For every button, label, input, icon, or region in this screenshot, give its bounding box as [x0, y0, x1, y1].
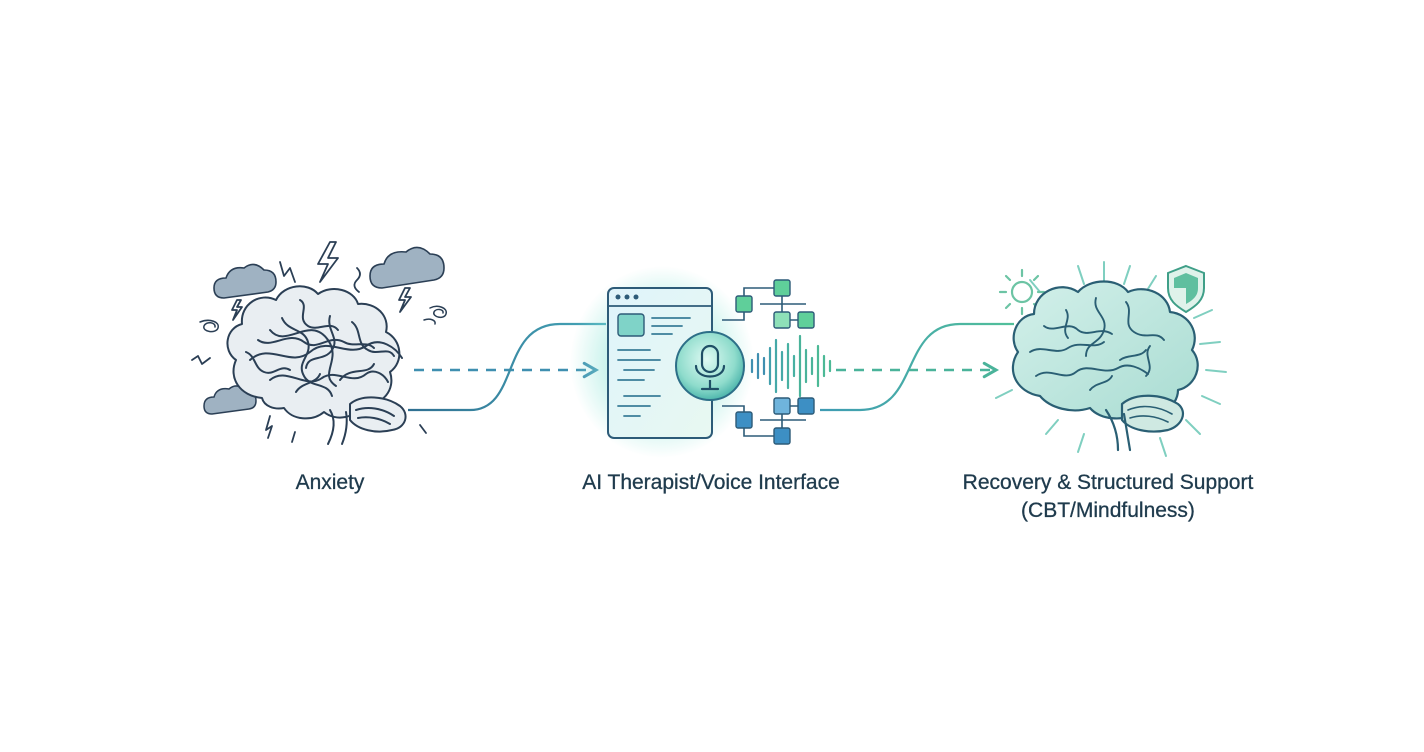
- connector-ai-to-recovery: [820, 322, 1014, 412]
- microphone-icon: [675, 331, 745, 401]
- lightning-bolt-icon: [191, 261, 427, 443]
- spiral-icon: [199, 305, 447, 333]
- node-network-icon: [722, 279, 815, 445]
- storm-cloud-icon: [213, 263, 277, 299]
- lightning-bolt-icon: [231, 241, 412, 321]
- flow-curve: [820, 322, 1014, 412]
- recovery-label-line1: Recovery & Structured Support: [962, 471, 1254, 494]
- anxiety-label: Anxiety: [295, 471, 365, 494]
- recovery-label-line2: (CBT/Mindfulness): [1021, 499, 1195, 522]
- ai-stage: [570, 266, 832, 458]
- shield-icon: [1167, 264, 1205, 314]
- tangled-brain-icon: [226, 285, 407, 445]
- calm-brain-icon: [1011, 280, 1199, 452]
- storm-cloud-icon: [203, 385, 257, 415]
- recovery-label: Recovery & Structured Support (CBT/Mindf…: [908, 469, 1308, 525]
- flow-curve: [408, 322, 606, 412]
- anxiety-stage: [191, 241, 447, 445]
- ai-therapist-label: AI Therapist/Voice Interface: [582, 471, 840, 494]
- radiating-lines-icon: [995, 261, 1227, 457]
- storm-cloud-icon: [369, 246, 445, 289]
- recovery-stage: [995, 261, 1227, 457]
- sound-wave-icon: [750, 334, 832, 398]
- connector-anxiety-to-ai: [408, 322, 606, 412]
